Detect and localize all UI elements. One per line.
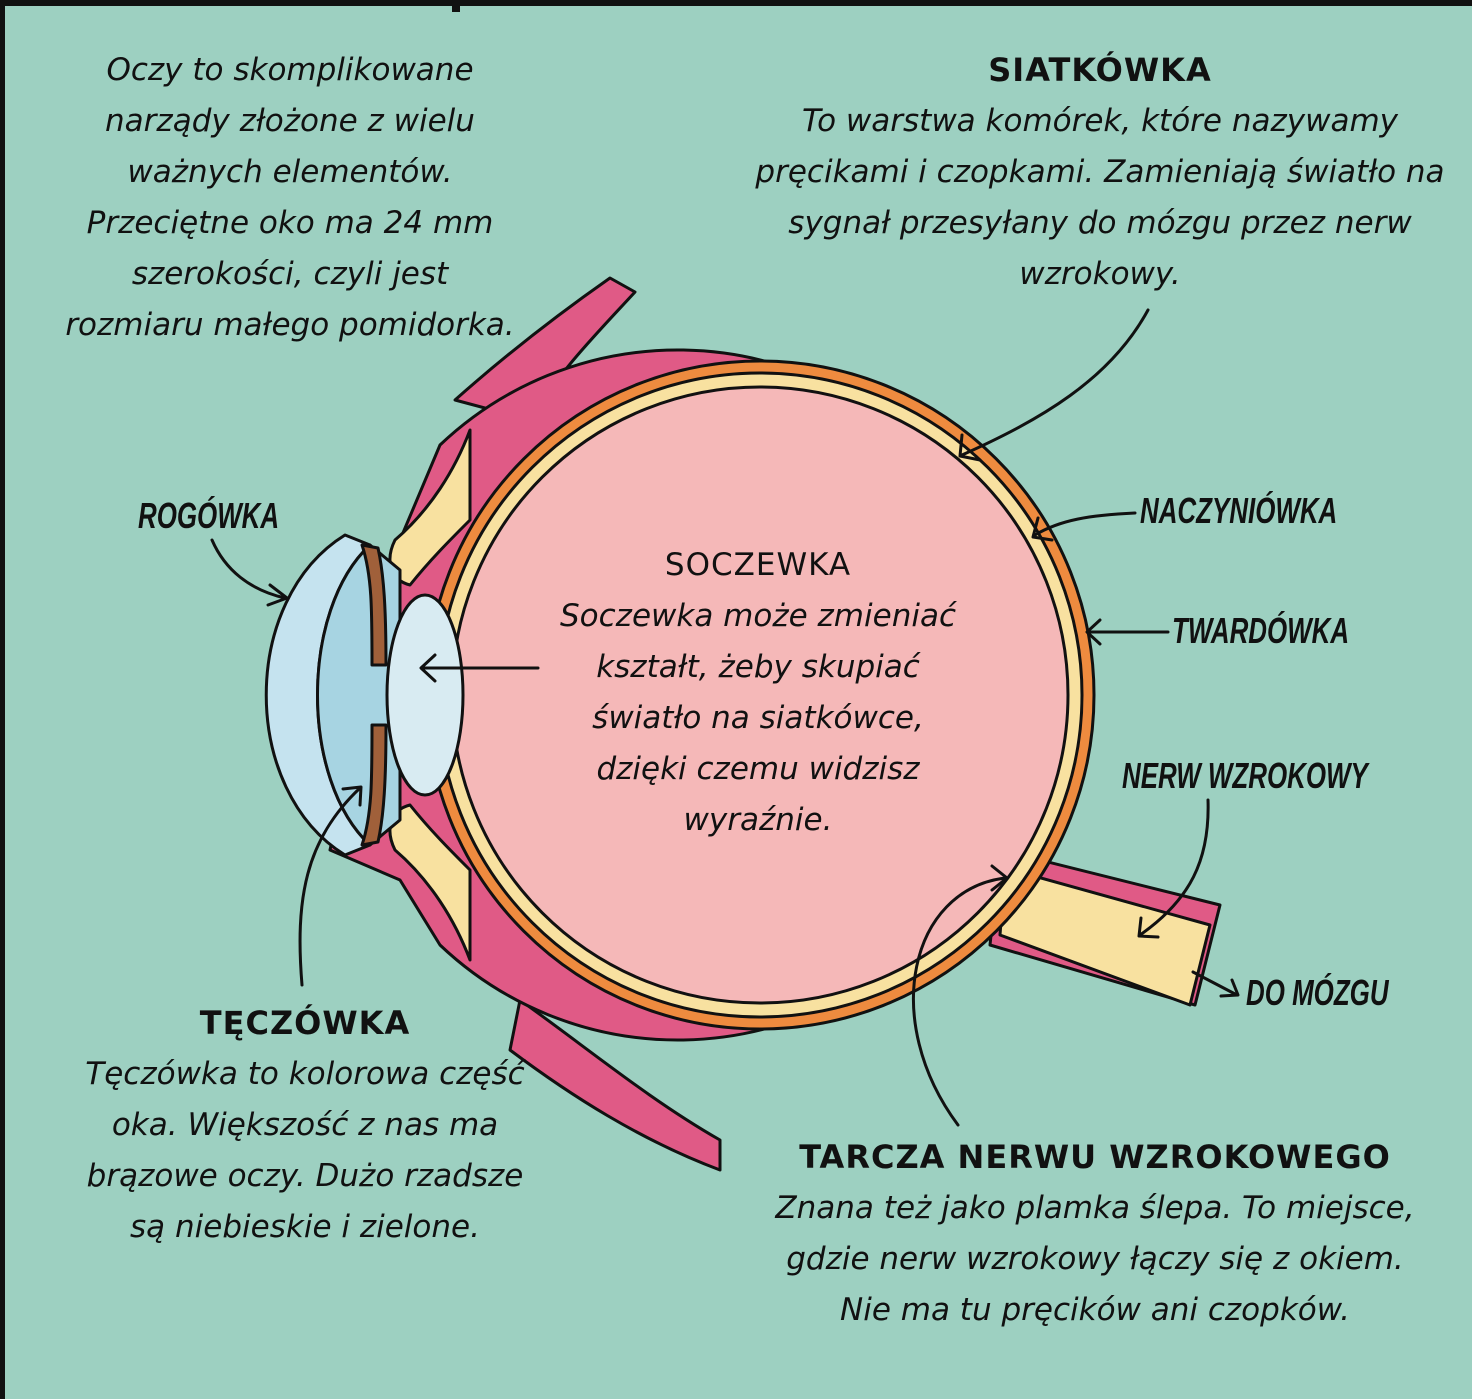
label-twardowka: TWARDÓWKA bbox=[1172, 610, 1349, 652]
siatkowka-title: SIATKÓWKA bbox=[750, 45, 1450, 96]
teczowka-title: TĘCZÓWKA bbox=[70, 998, 540, 1049]
soczewka-text: Soczewka może zmieniać kształt, żeby sku… bbox=[560, 598, 956, 838]
label-do-mozgu: DO MÓZGU bbox=[1246, 972, 1389, 1014]
soczewka-block: SOCZEWKA Soczewka może zmieniać kształt,… bbox=[548, 540, 968, 846]
label-nerw-wzrokowy: NERW WZROKOWY bbox=[1122, 755, 1368, 797]
tarcza-text: Znana też jako plamka ślepa. To miejsce,… bbox=[775, 1190, 1414, 1328]
arrow-siatkowka bbox=[962, 310, 1148, 455]
siatkowka-text: To warstwa komórek, które nazywamy pręci… bbox=[755, 103, 1444, 292]
teczowka-block: TĘCZÓWKA Tęczówka to kolorowa część oka.… bbox=[70, 998, 540, 1253]
lens bbox=[387, 595, 463, 795]
tarcza-block: TARCZA NERWU WZROKOWEGO Znana też jako p… bbox=[770, 1132, 1420, 1336]
label-naczyniowka: NACZYNIÓWKA bbox=[1140, 490, 1337, 532]
soczewka-title: SOCZEWKA bbox=[548, 540, 968, 591]
siatkowka-block: SIATKÓWKA To warstwa komórek, które nazy… bbox=[750, 45, 1450, 300]
teczowka-text: Tęczówka to kolorowa część oka. Większoś… bbox=[85, 1056, 524, 1245]
tarcza-title: TARCZA NERWU WZROKOWEGO bbox=[770, 1132, 1420, 1183]
intro-text: Oczy to skomplikowane narządy złożone z … bbox=[65, 45, 515, 351]
label-rogowka: ROGÓWKA bbox=[138, 495, 279, 537]
